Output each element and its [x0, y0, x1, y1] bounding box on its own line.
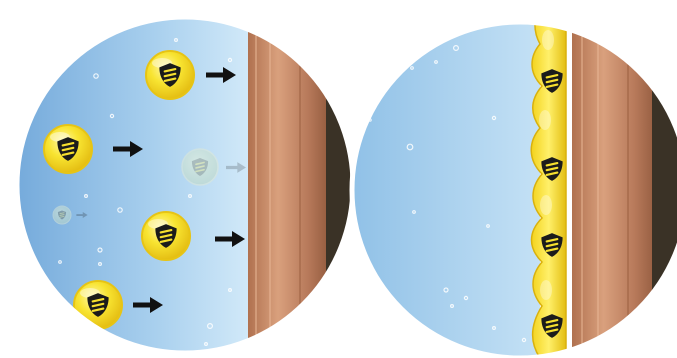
- copper-edge: [652, 0, 677, 358]
- after-panel: [340, 0, 677, 358]
- water-region: [0, 0, 260, 358]
- water-region: [340, 0, 540, 358]
- before-panel: [0, 0, 356, 358]
